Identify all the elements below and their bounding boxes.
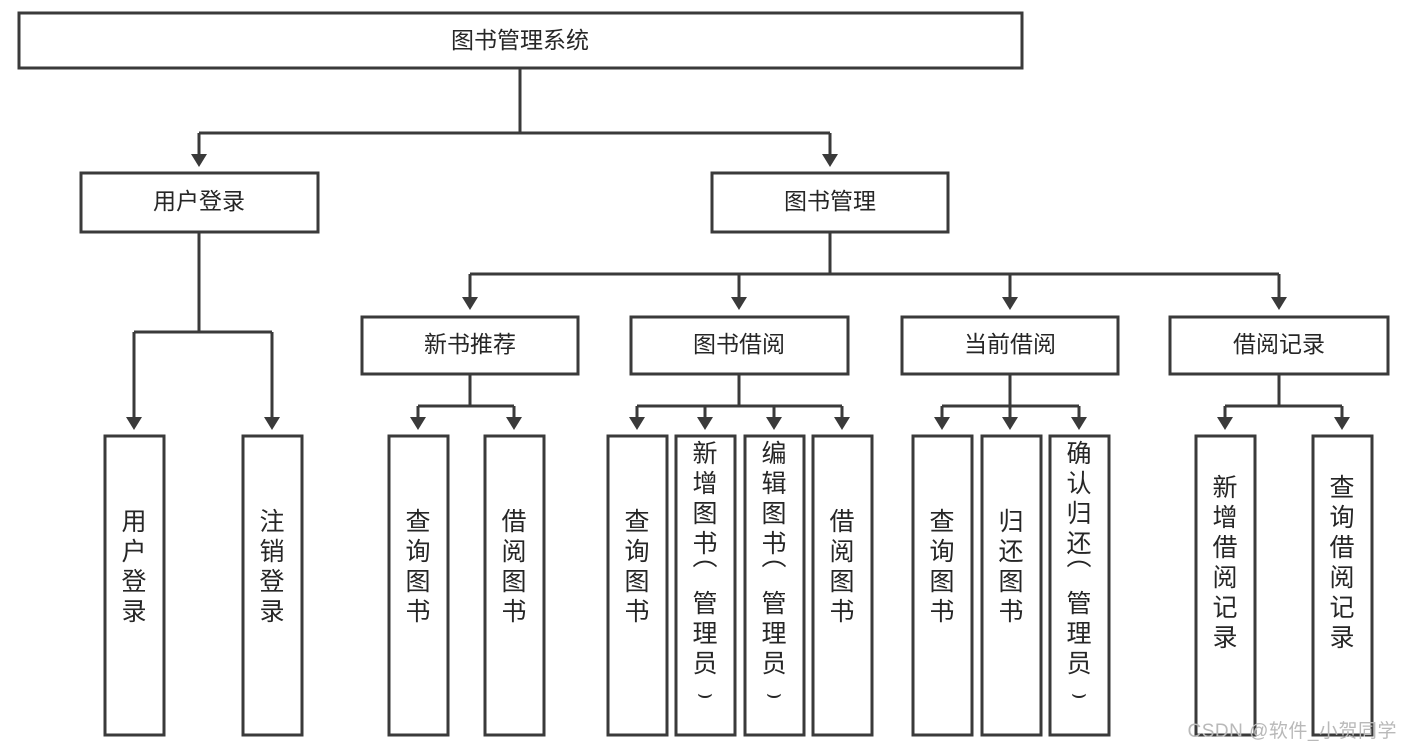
leaf-borrow-book-1-label: 借阅图书 — [501, 508, 526, 626]
leaf-borrow-book-2-label: 借阅图书 — [829, 508, 854, 626]
node-borrow-records[interactable]: 借阅记录 — [1168, 315, 1390, 376]
csdn-watermark: CSDN @软件_小贺同学 — [1187, 721, 1397, 742]
leaf-return-book[interactable]: 归还图书 — [980, 434, 1043, 737]
connector-newbook-to-leaves — [410, 374, 522, 430]
leaf-add-book-admin-label: 新增图书⌒管理员⌣ — [692, 440, 717, 708]
node-new-book-recommend-label: 新书推荐 — [424, 331, 516, 357]
node-book-borrow-label: 图书借阅 — [693, 331, 785, 357]
node-user-login-label: 用户登录 — [153, 188, 245, 214]
leaf-user-login-label: 用户登录 — [121, 508, 146, 626]
leaf-query-book-1[interactable]: 查询图书 — [387, 434, 450, 737]
node-book-borrow[interactable]: 图书借阅 — [629, 315, 850, 376]
node-root-label: 图书管理系统 — [451, 27, 589, 53]
leaf-logout[interactable]: 注销登录 — [241, 434, 304, 737]
leaf-query-book-2-label: 查询图书 — [624, 508, 649, 626]
leaf-borrow-book-2[interactable]: 借阅图书 — [811, 434, 874, 737]
connector-root-to-level2 — [191, 68, 838, 167]
leaf-add-borrow-record[interactable]: 新增借阅记录 — [1194, 434, 1257, 737]
node-current-borrow-label: 当前借阅 — [964, 331, 1056, 357]
leaf-confirm-return-admin[interactable]: 确认归还⌒管理员⌣ — [1048, 434, 1111, 737]
leaf-edit-book-admin[interactable]: 编辑图书⌒管理员⌣ — [743, 434, 806, 737]
node-book-management[interactable]: 图书管理 — [710, 171, 950, 234]
leaf-return-book-label: 归还图书 — [998, 508, 1023, 626]
leaf-query-book-3[interactable]: 查询图书 — [911, 434, 974, 737]
leaf-query-book-2[interactable]: 查询图书 — [606, 434, 669, 737]
leaf-add-book-admin[interactable]: 新增图书⌒管理员⌣ — [674, 434, 737, 737]
leaf-user-login[interactable]: 用户登录 — [103, 434, 166, 737]
leaf-borrow-book-1[interactable]: 借阅图书 — [483, 434, 546, 737]
node-user-login[interactable]: 用户登录 — [79, 171, 320, 234]
connector-borrow-to-leaves — [629, 374, 850, 430]
leaf-query-book-1-label: 查询图书 — [405, 508, 430, 626]
leaf-logout-label: 注销登录 — [259, 508, 284, 626]
connector-current-to-leaves — [934, 374, 1087, 430]
leaf-query-book-3-label: 查询图书 — [929, 508, 954, 626]
node-root[interactable]: 图书管理系统 — [17, 11, 1024, 70]
connector-userlogin-to-leaves — [126, 232, 280, 430]
leaf-query-borrow-record-label: 查询借阅记录 — [1329, 474, 1354, 652]
leaf-add-borrow-record-label: 新增借阅记录 — [1212, 474, 1237, 652]
node-book-management-label: 图书管理 — [784, 188, 876, 214]
leaf-query-borrow-record[interactable]: 查询借阅记录 — [1311, 434, 1374, 737]
connector-bookmgmt-to-level3 — [462, 232, 1287, 310]
connector-records-to-leaves — [1217, 374, 1350, 430]
leaf-confirm-return-admin-label: 确认归还⌒管理员⌣ — [1066, 440, 1091, 708]
node-current-borrow[interactable]: 当前借阅 — [900, 315, 1120, 376]
leaf-edit-book-admin-label: 编辑图书⌒管理员⌣ — [761, 440, 786, 708]
node-new-book-recommend[interactable]: 新书推荐 — [360, 315, 580, 376]
node-borrow-records-label: 借阅记录 — [1233, 331, 1325, 357]
